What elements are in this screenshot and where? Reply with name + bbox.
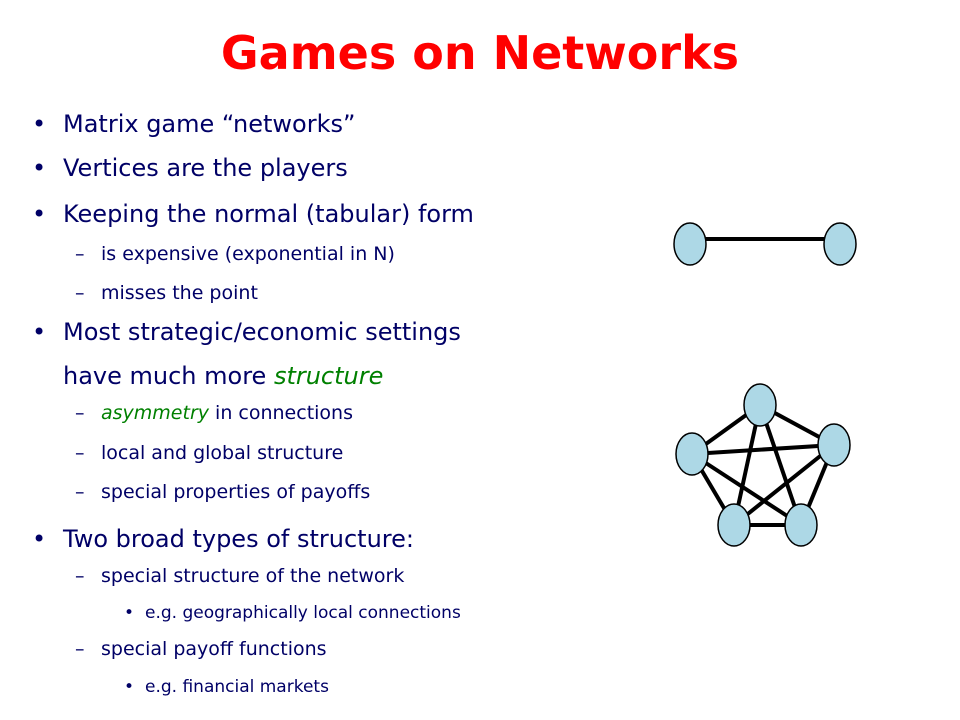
bullet-text: Keeping the normal (tabular) form bbox=[63, 200, 474, 228]
sub-bullet-text: misses the point bbox=[101, 282, 258, 304]
dash-marker: – bbox=[75, 565, 85, 587]
bullet-text: have much more bbox=[63, 362, 274, 390]
dash-marker: – bbox=[75, 282, 85, 304]
dash-marker: – bbox=[75, 402, 85, 424]
network-node bbox=[784, 503, 818, 547]
five-node-network-vertices bbox=[675, 383, 851, 547]
network-node bbox=[673, 222, 707, 266]
network-node bbox=[743, 383, 777, 427]
sub-bullet-text: local and global structure bbox=[101, 442, 344, 464]
dash-marker: – bbox=[75, 243, 85, 265]
dash-marker: – bbox=[75, 638, 85, 660]
sub-sub-bullet-text: e.g. financial markets bbox=[145, 677, 329, 697]
network-edge bbox=[758, 404, 803, 526]
bullet-dot: • bbox=[32, 110, 47, 138]
sub-bullet-text: in connections bbox=[209, 402, 353, 424]
sub-sub-bullet-text: e.g. geographically local connections bbox=[145, 603, 461, 623]
bullet-dot: • bbox=[124, 603, 135, 623]
sub-bullet-text: is expensive (exponential in N) bbox=[101, 243, 395, 265]
network-figures bbox=[673, 222, 857, 547]
bullet-dot: • bbox=[124, 677, 135, 697]
bullet-dot: • bbox=[32, 154, 47, 182]
network-edge bbox=[732, 443, 836, 527]
bullet-text-continuation: have much more structure bbox=[63, 364, 383, 388]
emphasis-text: structure bbox=[273, 362, 384, 390]
bullet-text: Most strategic/economic settings bbox=[63, 318, 461, 346]
emphasis-text: asymmetry bbox=[101, 402, 209, 424]
network-node bbox=[675, 432, 709, 476]
sub-bullet-text: special structure of the network bbox=[101, 565, 405, 587]
two-node-network bbox=[673, 222, 857, 266]
dash-marker: – bbox=[75, 442, 85, 464]
bullet-text: Matrix game “networks” bbox=[63, 110, 356, 138]
network-edge bbox=[691, 443, 835, 456]
bullet-text: Two broad types of structure: bbox=[63, 525, 414, 553]
sub-bullet-text: special properties of payoffs bbox=[101, 481, 371, 503]
network-node bbox=[823, 222, 857, 266]
bullet-dot: • bbox=[32, 200, 47, 228]
network-node bbox=[817, 423, 851, 467]
bullet-dot: • bbox=[32, 525, 47, 553]
bullet-text: Vertices are the players bbox=[63, 154, 348, 182]
bullet-dot: • bbox=[32, 318, 47, 346]
slide-title: Games on Networks bbox=[220, 26, 740, 80]
dash-marker: – bbox=[75, 481, 85, 503]
network-node bbox=[717, 503, 751, 547]
sub-bullet-text: special payoff functions bbox=[101, 638, 327, 660]
network-edge bbox=[690, 452, 803, 527]
